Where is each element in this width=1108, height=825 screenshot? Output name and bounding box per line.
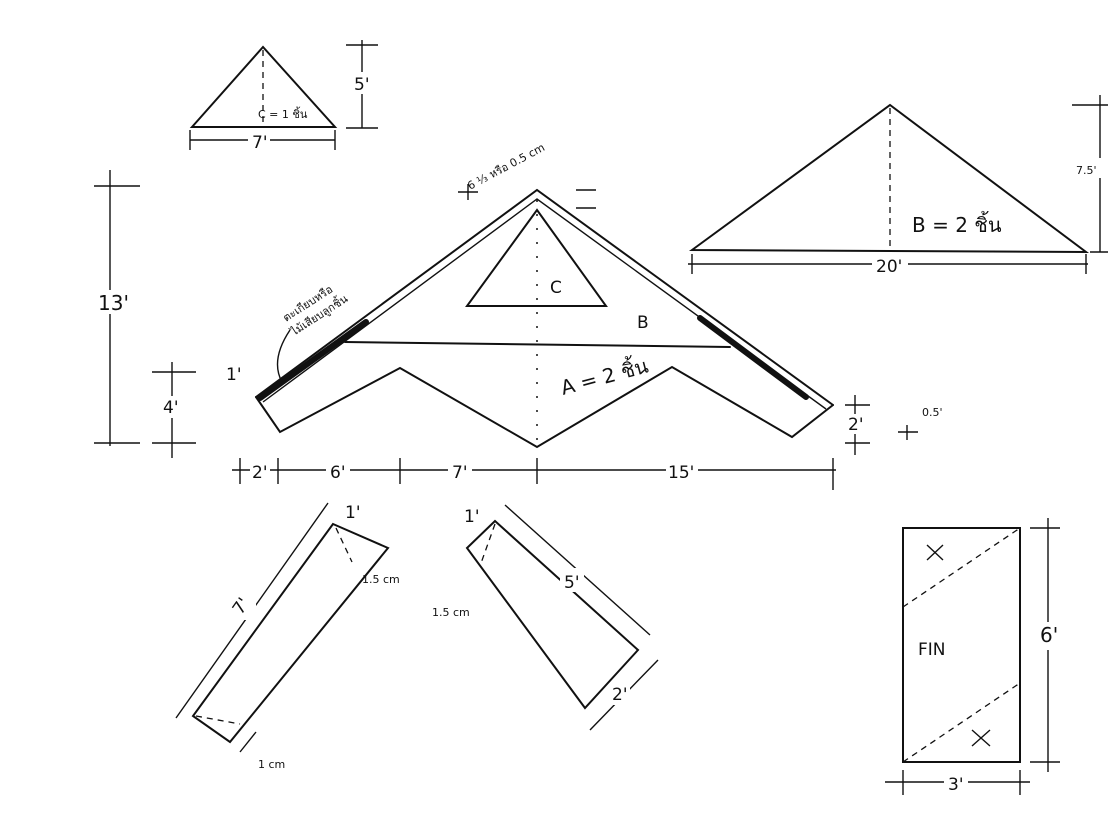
triangle-b-height: 7.5' <box>1076 164 1097 177</box>
part-b-label: B <box>637 313 649 333</box>
ridge-note: 6 ⅓ หรือ 0.5 cm <box>465 141 547 193</box>
fin-label: FIN <box>918 640 946 660</box>
triangle-c-piece: C = 1 ชิ้น 7' 5' <box>189 40 378 153</box>
stick-left <box>257 319 369 401</box>
right-strip-length: 5' <box>564 573 580 593</box>
part-a-label: A = 2 ชิ้น <box>558 351 651 399</box>
width-segment-3: 7' <box>452 463 468 483</box>
left-strip-piece: 7' 1' 1.5 cm 1 cm <box>175 502 400 771</box>
stick-offset: 1' <box>226 365 242 385</box>
cut-mark-icon <box>926 544 944 561</box>
overall-height: 13' <box>98 291 129 315</box>
width-segment-2: 6' <box>330 463 346 483</box>
main-glider: C B A = 2 ชิ้น 6 ⅓ หรือ 0.5 cm ตะเกียบหร… <box>94 141 943 490</box>
stick-right <box>697 315 809 400</box>
right-strip-bottom: 2' <box>612 685 628 705</box>
tip-offset: 0.5' <box>922 406 943 419</box>
triangle-b-width: 20' <box>876 257 902 277</box>
wing-height: 4' <box>163 398 179 418</box>
cut-mark-icon <box>971 729 991 747</box>
triangle-b-piece: B = 2 ชิ้น 20' 7.5' <box>688 95 1108 277</box>
right-strip-thickness: 1.5 cm <box>432 606 470 619</box>
width-segment-1: 2' <box>252 463 268 483</box>
right-strip-piece: 5' 1' 1.5 cm 2' <box>432 504 659 731</box>
fin-piece: FIN 6' 3' <box>885 518 1060 795</box>
left-strip-thickness-bottom: 1 cm <box>258 758 285 771</box>
fin-height: 6' <box>1040 623 1058 647</box>
triangle-b-label: B = 2 ชิ้น <box>912 211 1002 237</box>
width-segment-4: 15' <box>668 463 694 483</box>
left-strip-end: 1' <box>345 503 361 523</box>
part-c-label: C <box>550 278 562 298</box>
triangle-c-height: 5' <box>354 75 370 95</box>
left-strip-thickness-top: 1.5 cm <box>362 573 400 586</box>
triangle-c-label: C = 1 ชิ้น <box>258 106 308 121</box>
right-strip-end: 1' <box>464 507 480 527</box>
tip-height: 2' <box>848 415 864 435</box>
triangle-c-width: 7' <box>252 133 268 153</box>
fin-width: 3' <box>948 775 964 795</box>
